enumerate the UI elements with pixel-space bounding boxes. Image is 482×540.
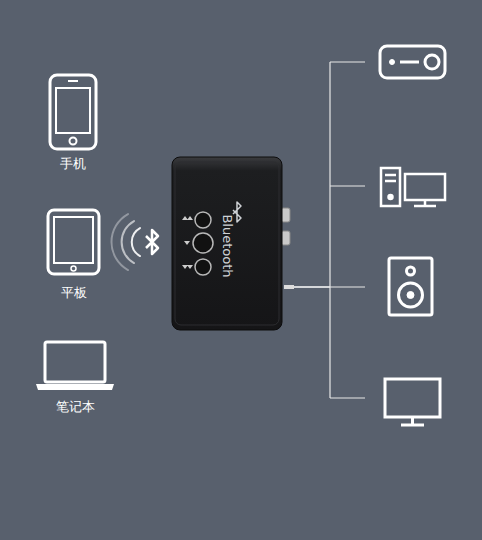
- phone-home-button: [70, 138, 77, 145]
- laptop-screen: [45, 342, 105, 382]
- phone-speaker: [68, 80, 78, 82]
- amplifier-led: [390, 60, 395, 65]
- bracket-line: [329, 62, 330, 398]
- phone-screen: [56, 88, 90, 133]
- receiver-face: [175, 162, 279, 325]
- bracket-tick: [330, 397, 365, 398]
- device-caption: 平板: [61, 285, 87, 301]
- receiver-button: [195, 259, 211, 275]
- tv-icon: [385, 379, 440, 425]
- phone-node: 手机: [44, 70, 102, 176]
- tablet-screen: [54, 217, 93, 263]
- button-symbol: [182, 265, 193, 269]
- amplifier-body: [380, 46, 445, 78]
- tv-stand: [411, 417, 414, 424]
- laptop-node: 笔记本: [32, 336, 118, 420]
- output-bracket: [330, 62, 365, 398]
- tower-line: [385, 174, 396, 177]
- tower-line: [385, 180, 396, 183]
- speaker-tweeter: [407, 267, 415, 275]
- wave-arc: [132, 228, 140, 256]
- computer-icon: [381, 168, 445, 206]
- receiver-button: [193, 233, 213, 253]
- bluetooth-symbol: [146, 230, 158, 254]
- amplifier-knob: [425, 55, 439, 69]
- device-caption: 手机: [60, 156, 86, 172]
- speaker-woofer: [399, 283, 423, 307]
- tv-base: [401, 424, 424, 427]
- wave-arc: [122, 221, 134, 263]
- button-symbol: [184, 241, 190, 245]
- computer-monitor: [405, 174, 445, 200]
- receiver-housing: [172, 157, 282, 330]
- amplifier-icon: [380, 46, 445, 78]
- amplifier-slot: [400, 61, 419, 64]
- bracket-tick: [330, 61, 365, 62]
- audio-cable: [290, 286, 330, 288]
- tablet-body: [48, 210, 99, 274]
- device-label: Bluetooth: [219, 214, 235, 277]
- button-symbol: [182, 216, 193, 220]
- tablet-node: 平板: [40, 204, 108, 304]
- tv-screen: [385, 379, 440, 417]
- monitor-base: [414, 205, 436, 208]
- laptop-base: [36, 384, 114, 390]
- bracket-tick: [330, 286, 365, 287]
- wireless-waves: [111, 214, 140, 270]
- speaker-box: [389, 258, 432, 315]
- speaker-icon: [389, 258, 432, 315]
- bluetooth-receiver-node: Bluetooth: [172, 157, 282, 330]
- bracket-tick: [330, 185, 365, 186]
- computer-tower: [381, 168, 400, 206]
- audio-plug: [284, 285, 294, 289]
- receiver-button: [195, 212, 211, 228]
- device-caption: 笔记本: [56, 399, 95, 415]
- speaker-cone: [407, 292, 414, 299]
- tablet-home-button: [71, 266, 76, 271]
- phone-body: [50, 75, 96, 149]
- tower-button: [389, 195, 393, 199]
- wave-arc: [111, 214, 128, 270]
